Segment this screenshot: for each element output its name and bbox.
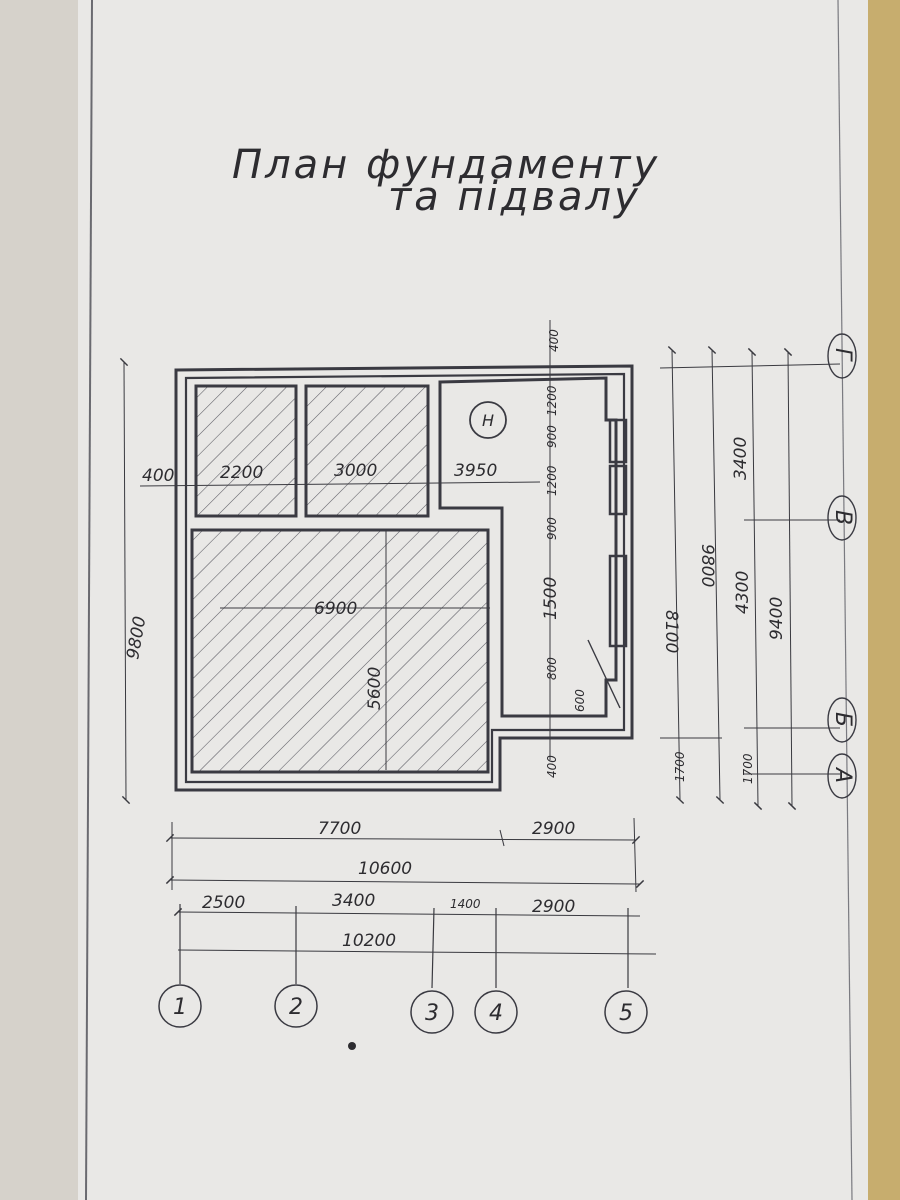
right-edge bbox=[868, 0, 900, 1200]
axis-label-v: В bbox=[830, 510, 855, 525]
stair-line bbox=[587, 639, 621, 709]
opening-2 bbox=[608, 464, 628, 516]
axis-circle-b bbox=[827, 697, 857, 743]
title-line-1: План фундаменту bbox=[232, 142, 660, 188]
dim-axis-spacing-3: 1400 bbox=[450, 897, 481, 911]
axis-circle-4 bbox=[474, 990, 518, 1034]
room-big bbox=[190, 528, 490, 774]
dim-chain-2: 900 bbox=[545, 425, 559, 448]
foundation-plan bbox=[174, 364, 634, 792]
title-line-2: та підвалу bbox=[388, 174, 641, 220]
axis-label-3: 3 bbox=[425, 1001, 439, 1026]
dim-axis-total: 10200 bbox=[342, 931, 396, 951]
dim-bottom-2900: 2900 bbox=[532, 819, 575, 839]
dim-big-room-height: 5600 bbox=[365, 667, 385, 710]
dim-left-offset: 400 bbox=[142, 466, 174, 486]
outer-wall bbox=[174, 364, 634, 792]
dim-right-1700-b: 1700 bbox=[741, 753, 755, 784]
dim-right-9400: 9400 bbox=[767, 597, 787, 640]
dim-chain-6: 800 bbox=[545, 657, 559, 680]
axis-circle-5 bbox=[604, 990, 648, 1034]
room-marker-label: Н bbox=[482, 411, 494, 430]
dim-chain-1: 1200 bbox=[545, 385, 559, 416]
axis-label-b: Б bbox=[830, 712, 855, 727]
axis-label-a: А bbox=[830, 766, 855, 783]
axis-label-g: Г bbox=[830, 348, 855, 362]
inner-wall bbox=[184, 372, 626, 784]
column-axes bbox=[158, 984, 648, 1034]
room-marker-circle bbox=[469, 401, 507, 439]
axis-circle-a bbox=[827, 753, 857, 799]
room-1 bbox=[194, 384, 298, 518]
room-3 bbox=[438, 376, 618, 718]
dim-axis-spacing-1: 2500 bbox=[202, 893, 245, 913]
interior-dimensions bbox=[139, 320, 551, 770]
axis-circle-g bbox=[827, 333, 857, 379]
ink-dot bbox=[348, 1042, 356, 1050]
axis-circle-3 bbox=[410, 990, 454, 1034]
dim-right-1700-a: 1700 bbox=[673, 751, 687, 782]
dim-right-4300: 4300 bbox=[733, 571, 753, 614]
dim-axis-spacing-2: 3400 bbox=[332, 891, 375, 911]
dim-right-wall-top: 400 bbox=[547, 329, 561, 352]
row-axes bbox=[827, 333, 857, 799]
dim-right-9800: 9800 bbox=[697, 544, 717, 587]
axis-circle-2 bbox=[274, 984, 318, 1028]
dim-axis-spacing-4: 2900 bbox=[532, 897, 575, 917]
dim-chain-7: 600 bbox=[573, 689, 587, 712]
axis-label-1: 1 bbox=[173, 995, 187, 1020]
dim-chain-4: 900 bbox=[545, 517, 559, 540]
dim-room-3-width: 3950 bbox=[454, 461, 497, 481]
room-2 bbox=[304, 384, 430, 518]
axis-circle-v bbox=[827, 495, 857, 541]
bottom-dimensions bbox=[165, 817, 657, 955]
dim-room-1-width: 2200 bbox=[220, 463, 263, 483]
axis-label-5: 5 bbox=[619, 1001, 633, 1026]
dim-right-3400: 3400 bbox=[731, 437, 751, 480]
axis-label-2: 2 bbox=[289, 995, 303, 1020]
axis-label-4: 4 bbox=[489, 1001, 503, 1026]
dim-left-line bbox=[119, 357, 131, 805]
opening-3 bbox=[608, 554, 628, 648]
dim-chain-5: 1500 bbox=[541, 577, 561, 620]
dim-bottom-10600: 10600 bbox=[358, 859, 412, 879]
dim-right-wall-bottom: 400 bbox=[545, 755, 559, 778]
column-axis-lines bbox=[179, 904, 629, 989]
opening-1 bbox=[608, 418, 628, 464]
axis-circle-1 bbox=[158, 984, 202, 1028]
dim-room-2-width: 3000 bbox=[334, 461, 377, 481]
dim-bottom-7700: 7700 bbox=[318, 819, 361, 839]
dim-right-8100: 8100 bbox=[661, 610, 681, 653]
dim-big-room-width: 6900 bbox=[314, 599, 357, 619]
frame-line bbox=[837, 0, 853, 1200]
right-dimensions bbox=[659, 345, 841, 811]
dim-chain-3: 1200 bbox=[545, 465, 559, 496]
binding-line bbox=[85, 0, 93, 1200]
